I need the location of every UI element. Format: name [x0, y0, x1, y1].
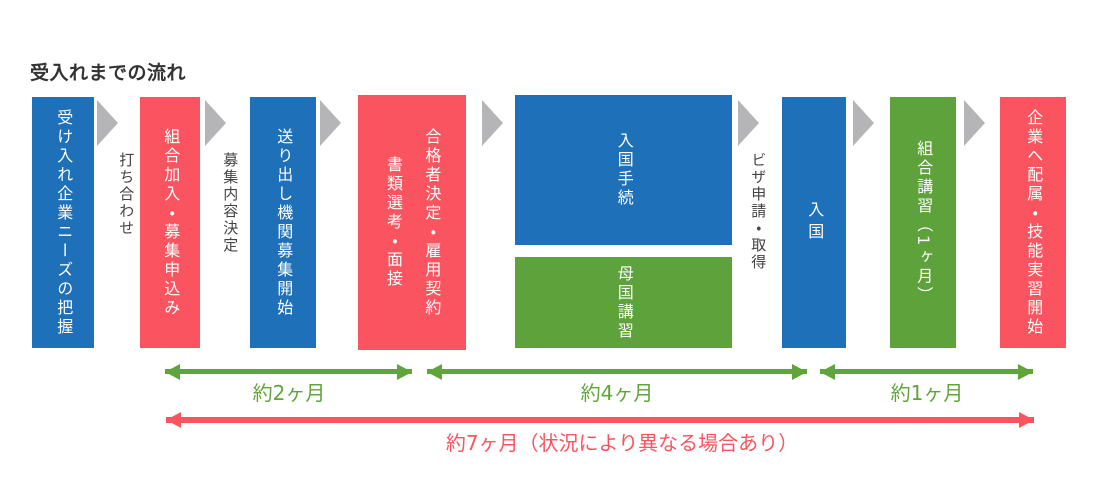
- step-box-sending-org-recruit: 送り出し機関募集開始: [250, 97, 316, 348]
- step-box-assignment: 企業へ配属・技能実習開始: [1000, 97, 1066, 348]
- timeline-arrow-2months: [165, 369, 412, 374]
- step-label: 入国: [805, 200, 825, 245]
- step-box-entry: 入国: [782, 97, 846, 348]
- timeline-arrow-4months: [427, 369, 807, 374]
- step-label: 受け入れ企業ニーズの把握: [54, 108, 74, 337]
- timeline-label-total-7months: 約7ヶ月（状況により異なる場合あり）: [445, 431, 799, 455]
- step-label: 母国講習: [614, 264, 634, 341]
- step-label: 企業へ配属・技能実習開始: [1024, 108, 1044, 337]
- flow-arrow-icon: [97, 100, 118, 146]
- timeline-arrow-1month: [820, 369, 1033, 374]
- step-box-home-country-training: 母国講習: [515, 257, 732, 348]
- step-box-union-join: 組合加入・募集申込み: [140, 97, 200, 348]
- step-label: 入国手続: [614, 132, 634, 208]
- timeline-label-4months: 約4ヶ月: [580, 381, 654, 405]
- flow-arrow-icon: [482, 100, 503, 146]
- step-label: 組合加入・募集申込み: [161, 127, 181, 318]
- step-box-selection-contract: 合格者決定・雇用契約 書類選考・面接: [358, 95, 466, 350]
- step-label: 書類選考・面接: [384, 156, 403, 289]
- step-label: 合格者決定・雇用契約: [422, 127, 442, 318]
- connector-label-meeting: 打ち合わせ: [117, 152, 136, 237]
- step-box-union-training: 組合講習（1ヶ月）: [890, 97, 956, 348]
- flow-arrow-icon: [205, 100, 226, 146]
- timeline-label-2months: 約2ヶ月: [252, 381, 326, 405]
- flow-arrow-icon: [738, 100, 759, 146]
- page-title: 受入れまでの流れ: [30, 62, 187, 84]
- step-label: 送り出し機関募集開始: [274, 127, 294, 318]
- step-label: 組合講習（1ヶ月）: [914, 139, 934, 306]
- timeline-arrow-total-7months: [166, 417, 1034, 423]
- flow-arrow-icon: [853, 100, 874, 146]
- connector-label-visa: ビザ申請・取得: [749, 152, 768, 271]
- timeline-label-1month: 約1ヶ月: [890, 381, 964, 405]
- step-box-company-needs: 受け入れ企業ニーズの把握: [32, 97, 94, 348]
- flow-arrow-icon: [964, 100, 985, 146]
- flow-arrow-icon: [320, 100, 341, 146]
- connector-label-recruit-decision: 募集内容決定: [221, 152, 240, 254]
- step-box-entry-procedure: 入国手続: [515, 95, 732, 245]
